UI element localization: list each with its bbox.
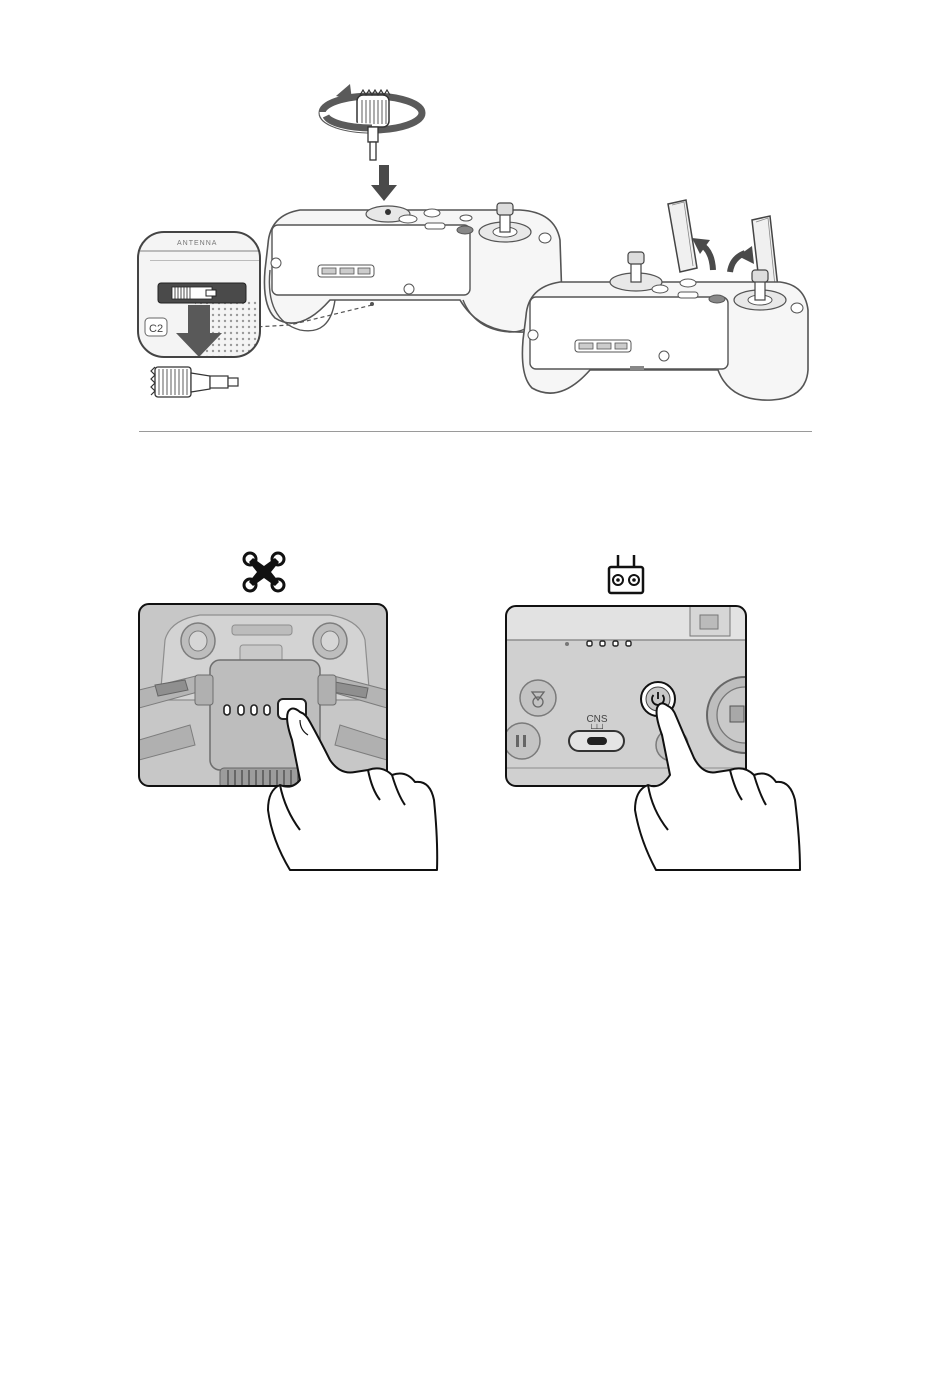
remote-controller-left xyxy=(264,203,562,332)
remote-controller-icon xyxy=(607,553,645,595)
remote-controller-right xyxy=(522,200,808,400)
top-illustration: ANTENNA C2 xyxy=(0,0,950,430)
c2-button-label: C2 xyxy=(149,323,163,335)
control-stick-knob xyxy=(322,84,422,160)
stick-storage-callout: ANTENNA C2 xyxy=(138,232,265,360)
aircraft-battery-panel xyxy=(130,598,450,878)
drone-icon xyxy=(241,550,287,594)
removed-stick xyxy=(151,367,238,397)
section-divider xyxy=(139,431,812,432)
remote-power-panel: CNS └┴┘ xyxy=(498,600,808,880)
insert-arrow xyxy=(371,165,397,201)
antenna-label: ANTENNA xyxy=(177,240,217,247)
